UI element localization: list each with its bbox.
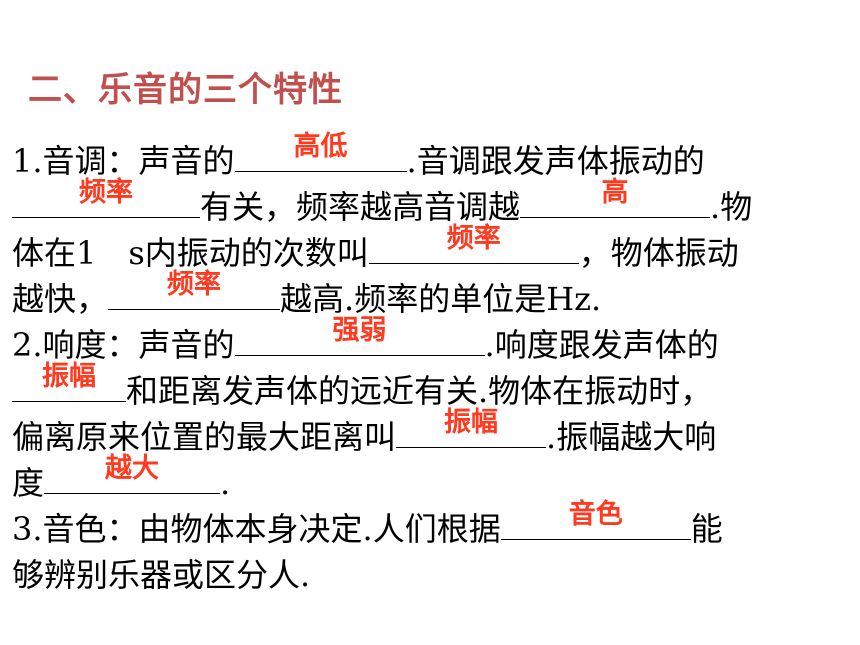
answer-text: 高 [601,177,629,208]
text-line-1: 1.音调：声音的 高低 .音调跟发声体振动的 [12,131,852,184]
line-text: ，物体振动 [578,234,739,272]
answer-blank: 频率 [12,177,200,218]
answer-text: 振幅 [42,361,96,392]
line-text: 能 [690,510,723,548]
answer-text: 音色 [568,499,623,530]
answer-text: 强弱 [332,315,387,346]
section-title: 二、乐音的三个特性 [28,70,343,110]
answer-blank: 振幅 [396,407,547,448]
answer-blank: 频率 [368,223,579,264]
line-text: .物 [710,188,753,226]
line-text: .音调跟发声体振动的 [406,142,705,180]
answer-blank: 高低 [234,131,407,172]
answer-text: 越大 [105,453,160,484]
line-text: . [220,464,231,502]
text-line-8: 度 越大. [12,453,852,506]
answer-blank: 振幅 [12,361,126,402]
line-text: 1.音调：声音的 [12,142,235,180]
answer-blank: 音色 [500,499,691,540]
text-line-3: 体在1 s内振动的次数叫 频率 ，物体振动 [12,223,852,276]
fill-in-content: 1.音调：声音的高低.音调跟发声体振动的 频率有关，频率越高音调越高.物 体在1… [12,131,852,598]
line-text: 2.响度：声音的 [12,326,235,364]
answer-blank: 越大 [44,453,221,494]
text-line-4: 越快， 频率 越高.频率的单位是Hz. [12,269,852,322]
line-text: 体在1 s内振动的次数叫 [12,234,369,272]
answer-text: 高低 [293,131,348,162]
text-line-7: 偏离原来位置的最大距离叫 振幅 .振幅越大响 [12,407,852,460]
line-text: 度 [12,464,45,502]
text-line-5: 2.响度：声音的 强弱 .响度跟发声体的 [12,315,852,368]
line-text: .振幅越大响 [546,418,717,456]
line-text: 够辨别乐器或区分人. [12,556,311,594]
line-text: 有关，频率越高音调越 [200,188,521,226]
answer-text: 频率 [167,269,222,300]
line-text: 越快， [12,280,109,318]
line-text: 和距离发声体的远近有关.物体在振动时， [126,372,713,410]
text-line-6: 振幅和距离发声体的远近有关.物体在振动时， [12,361,852,414]
text-line-9: 3.音色：由物体本身决定.人们根据 音色 能 [12,499,852,552]
line-text: 3.音色：由物体本身决定.人们根据 [12,510,501,548]
line-text: 偏离原来位置的最大距离叫 [12,418,397,456]
line-text: 越高.频率的单位是Hz. [280,280,602,318]
answer-blank: 强弱 [234,315,485,356]
line-text: .响度跟发声体的 [484,326,719,364]
answer-blank: 频率 [108,269,281,310]
text-line-10: 够辨别乐器或区分人. [12,552,852,598]
answer-text: 频率 [79,177,133,208]
answer-text: 频率 [446,223,501,254]
answer-blank: 高 [520,177,711,218]
text-line-2: 频率 有关，频率越高音调越 高 .物 [12,177,852,230]
answer-text: 振幅 [444,407,499,438]
